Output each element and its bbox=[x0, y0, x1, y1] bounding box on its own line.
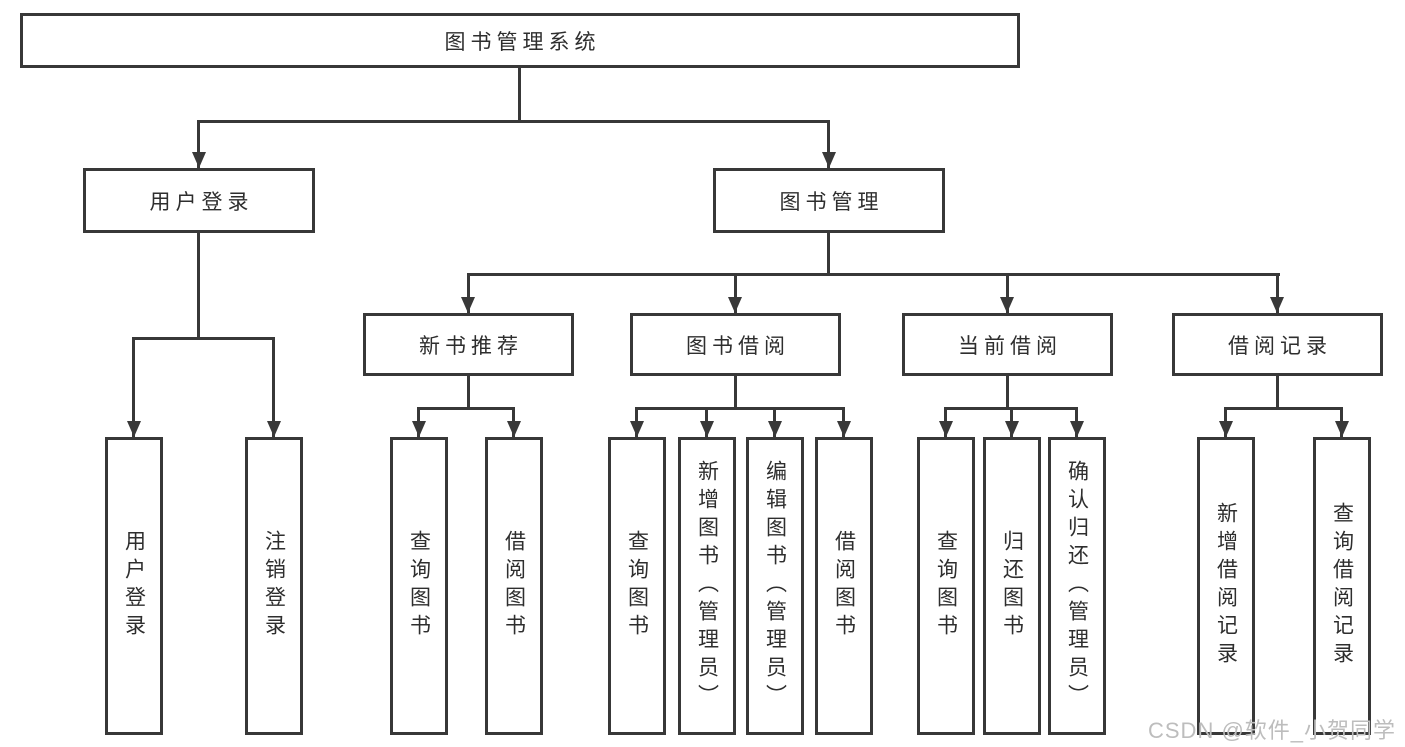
leaf-borrow-book-1: 借阅图书 bbox=[485, 437, 543, 735]
node-root-system: 图书管理系统 bbox=[20, 13, 1020, 68]
leaf-query-borrow-record: 查询借阅记录 bbox=[1313, 437, 1371, 735]
connector-borrow-records-split bbox=[1224, 407, 1343, 410]
arrow-down-icon bbox=[1335, 421, 1349, 437]
connector-drop-level3 bbox=[467, 273, 470, 313]
connector-root-split bbox=[197, 120, 830, 123]
node-label: 新书推荐 bbox=[419, 334, 523, 358]
connector-new-book-stem bbox=[467, 376, 470, 407]
connector-drop-level3 bbox=[1276, 273, 1279, 313]
arrow-down-icon bbox=[127, 421, 141, 437]
arrow-down-icon bbox=[1000, 297, 1014, 313]
leaf-label: 注销登录 bbox=[262, 530, 286, 642]
node-label: 图书管理系统 bbox=[444, 30, 601, 54]
arrow-down-icon bbox=[822, 152, 836, 168]
arrow-down-icon bbox=[700, 421, 714, 437]
leaf-label: 查询图书 bbox=[407, 530, 431, 642]
leaf-query-book-3: 查询图书 bbox=[917, 437, 975, 735]
arrow-down-icon bbox=[461, 297, 475, 313]
leaf-logout: 注销登录 bbox=[245, 437, 303, 735]
arrow-down-icon bbox=[768, 421, 782, 437]
connector-drop-user-login bbox=[197, 120, 200, 168]
leaf-confirm-return-admin: 确认归还（管理员） bbox=[1048, 437, 1106, 735]
arrow-down-icon bbox=[507, 421, 521, 437]
leaf-return-book: 归还图书 bbox=[983, 437, 1041, 735]
connector-drop-level3 bbox=[1006, 273, 1009, 313]
node-new-book-recommend: 新书推荐 bbox=[363, 313, 574, 376]
leaf-label: 查询借阅记录 bbox=[1330, 502, 1354, 670]
leaf-label: 新增图书（管理员） bbox=[695, 460, 719, 712]
node-book-management: 图书管理 bbox=[713, 168, 945, 233]
connector-book-borrow-split bbox=[635, 407, 845, 410]
node-label: 借阅记录 bbox=[1228, 334, 1332, 358]
node-label: 图书管理 bbox=[779, 190, 884, 214]
csdn-watermark: CSDN @软件_小贺同学 bbox=[1148, 718, 1397, 743]
node-label: 用户登录 bbox=[149, 190, 254, 214]
connector-book-management-stem bbox=[827, 233, 830, 273]
connector-drop-book-management bbox=[827, 120, 830, 168]
arrow-down-icon bbox=[1270, 297, 1284, 313]
connector-drop-level3 bbox=[734, 273, 737, 313]
leaf-edit-book-admin: 编辑图书（管理员） bbox=[746, 437, 804, 735]
node-label: 当前借阅 bbox=[958, 334, 1062, 358]
connector-user-login-split bbox=[132, 337, 275, 340]
connector-user-login-stem bbox=[197, 233, 200, 337]
leaf-borrow-book-2: 借阅图书 bbox=[815, 437, 873, 735]
node-label: 图书借阅 bbox=[686, 334, 790, 358]
arrow-down-icon bbox=[728, 297, 742, 313]
connector-borrow-records-stem bbox=[1276, 376, 1279, 407]
connector-drop-leaf bbox=[132, 337, 135, 437]
leaf-label: 用户登录 bbox=[122, 530, 146, 642]
arrow-down-icon bbox=[192, 152, 206, 168]
connector-drop-leaf bbox=[272, 337, 275, 437]
leaf-query-book-2: 查询图书 bbox=[608, 437, 666, 735]
connector-current-borrow-stem bbox=[1006, 376, 1009, 407]
leaf-label: 新增借阅记录 bbox=[1214, 502, 1238, 670]
leaf-label: 编辑图书（管理员） bbox=[763, 460, 787, 712]
leaf-user-login: 用户登录 bbox=[105, 437, 163, 735]
arrow-down-icon bbox=[837, 421, 851, 437]
arrow-down-icon bbox=[1005, 421, 1019, 437]
arrow-down-icon bbox=[267, 421, 281, 437]
leaf-label: 查询图书 bbox=[625, 530, 649, 642]
leaf-label: 查询图书 bbox=[934, 530, 958, 642]
connector-book-management-split bbox=[467, 273, 1280, 276]
leaf-label: 借阅图书 bbox=[832, 530, 856, 642]
arrow-down-icon bbox=[412, 421, 426, 437]
connector-book-borrow-stem bbox=[734, 376, 737, 407]
node-book-borrow: 图书借阅 bbox=[630, 313, 841, 376]
node-borrow-records: 借阅记录 bbox=[1172, 313, 1383, 376]
arrow-down-icon bbox=[630, 421, 644, 437]
leaf-add-book-admin: 新增图书（管理员） bbox=[678, 437, 736, 735]
leaf-add-borrow-record: 新增借阅记录 bbox=[1197, 437, 1255, 735]
arrow-down-icon bbox=[1219, 421, 1233, 437]
node-user-login: 用户登录 bbox=[83, 168, 315, 233]
node-current-borrow: 当前借阅 bbox=[902, 313, 1113, 376]
leaf-label: 归还图书 bbox=[1000, 530, 1024, 642]
connector-root-stem bbox=[518, 68, 521, 120]
leaf-query-book-1: 查询图书 bbox=[390, 437, 448, 735]
arrow-down-icon bbox=[1070, 421, 1084, 437]
leaf-label: 借阅图书 bbox=[502, 530, 526, 642]
connector-new-book-split bbox=[417, 407, 515, 410]
arrow-down-icon bbox=[939, 421, 953, 437]
leaf-label: 确认归还（管理员） bbox=[1065, 460, 1089, 712]
